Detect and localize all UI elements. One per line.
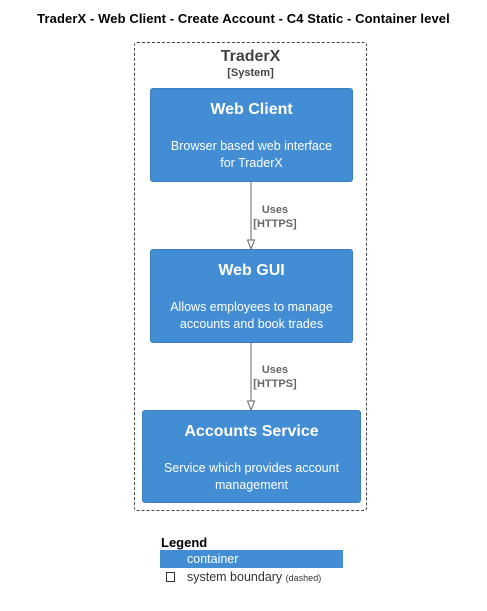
diagram-title: TraderX - Web Client - Create Account - … — [37, 11, 450, 26]
legend-note: (dashed) — [285, 573, 322, 583]
legend-label: container — [187, 552, 239, 566]
container-web-gui[interactable]: Web GUI Allows employees to manage accou… — [150, 249, 353, 343]
legend-title: Legend — [161, 535, 208, 550]
container-accounts-service[interactable]: Accounts Service Service which provides … — [142, 410, 361, 503]
container-description: Browser based web interface for TraderX — [151, 138, 352, 172]
legend-item-container: container — [160, 550, 343, 568]
relationship-verb: Uses — [261, 204, 289, 216]
description-line: Service which provides account — [163, 461, 340, 475]
relationship-label: Uses [HTTPS] — [245, 203, 305, 231]
relationship-technology: [HTTPS] — [253, 218, 297, 230]
relationship-verb: Uses — [261, 364, 289, 376]
legend-label: system boundary — [187, 570, 283, 584]
relationship-technology: [HTTPS] — [253, 378, 297, 390]
arrow-web-client-to-web-gui — [246, 182, 256, 251]
boundary-name: TraderX — [220, 48, 281, 65]
description-line: Allows employees to manage — [170, 300, 333, 314]
boundary-type: [System] — [227, 67, 274, 79]
container-web-client[interactable]: Web Client Browser based web interface f… — [150, 88, 353, 182]
legend-item-system-boundary: system boundary (dashed) — [160, 568, 343, 586]
description-line: accounts and book trades — [179, 317, 324, 331]
description-line: for TraderX — [220, 156, 283, 170]
legend-swatch — [166, 554, 175, 564]
system-boundary: TraderX [System] — [134, 42, 367, 511]
legend-label-wrap: system boundary (dashed) — [187, 568, 321, 587]
container-name: Web Client — [210, 101, 293, 118]
container-description: Allows employees to manage accounts and … — [151, 299, 352, 333]
relationship-label: Uses [HTTPS] — [245, 363, 305, 391]
arrow-web-gui-to-accounts-service — [246, 343, 256, 412]
container-name: Accounts Service — [184, 423, 319, 440]
container-name: Web GUI — [218, 262, 285, 279]
legend-swatch — [166, 572, 175, 582]
description-line: management — [215, 478, 288, 492]
description-line: Browser based web interface — [170, 139, 333, 153]
container-description: Service which provides account managemen… — [143, 460, 360, 494]
